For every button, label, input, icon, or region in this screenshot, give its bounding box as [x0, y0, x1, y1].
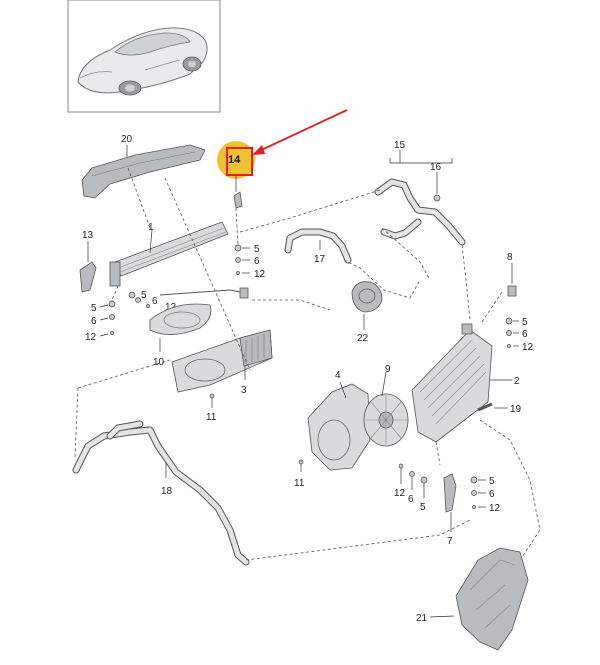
part-2-condenser: 2 [411, 323, 520, 443]
part-1-radiator: 1 [109, 221, 229, 287]
label-12-right-lower: 12 [489, 503, 501, 514]
part-7-bracket: 7 [443, 473, 457, 547]
label-5-left: 5 [91, 303, 97, 314]
label-16: 16 [430, 162, 442, 173]
label-6-left: 6 [91, 316, 97, 327]
part-3-fan-assembly: 3 11 [171, 329, 273, 423]
label-12-right-upper: 12 [522, 342, 534, 353]
part-22-pump: 22 [351, 281, 383, 344]
car-thumbnail-icon [77, 27, 208, 96]
part-4-fan-shroud: 4 11 [294, 370, 371, 489]
label-9: 9 [385, 364, 391, 375]
part-9-fan: 9 [363, 364, 409, 447]
label-12-left: 12 [85, 332, 97, 343]
label-5-bottom: 5 [420, 502, 426, 513]
label-1: 1 [148, 222, 154, 233]
label-5-right-lower: 5 [489, 476, 495, 487]
vehicle-thumbnail [67, 0, 221, 113]
label-4: 4 [335, 370, 341, 381]
label-8: 8 [507, 252, 513, 263]
label-12-top: 12 [254, 269, 266, 280]
part-15-hose-assembly: 15 16 [374, 140, 466, 246]
part-19-pipe: 19 [477, 402, 522, 415]
label-21: 21 [416, 613, 428, 624]
label-14: 14 [228, 154, 241, 166]
label-6-right-upper: 6 [522, 329, 528, 340]
part-21-air-duct: 21 [416, 547, 529, 651]
label-2: 2 [514, 376, 520, 387]
label-3: 3 [241, 385, 247, 396]
label-18: 18 [161, 486, 173, 497]
label-11-left: 11 [206, 412, 217, 423]
part-17-hose: 17 [284, 228, 352, 265]
red-arrow-icon [252, 109, 348, 155]
label-22: 22 [357, 333, 369, 344]
label-6-right-lower: 6 [489, 489, 495, 500]
label-20: 20 [121, 134, 133, 145]
part-14-highlight[interactable]: 14 [217, 141, 255, 209]
label-19: 19 [510, 404, 522, 415]
part-10-fan-cover: 10 [149, 303, 212, 368]
part-13-bracket: 13 [79, 230, 97, 293]
label-13: 13 [82, 230, 94, 241]
label-5-right-upper: 5 [522, 317, 528, 328]
label-5-center: 5 [141, 290, 147, 301]
fasteners-right-lower: 5 6 12 [470, 476, 501, 514]
label-15: 15 [394, 140, 406, 151]
fasteners-right-upper: 5 6 12 [505, 317, 534, 353]
highlight-box [226, 147, 253, 176]
label-12-bottom: 12 [394, 488, 406, 499]
label-17: 17 [314, 254, 326, 265]
fasteners-bottom-center: 12 6 5 [394, 463, 428, 513]
label-6-top: 6 [254, 256, 260, 267]
label-5-top: 5 [254, 244, 260, 255]
label-7: 7 [447, 536, 453, 547]
label-11-right: 11 [294, 478, 305, 489]
label-6-bottom: 6 [408, 494, 414, 505]
label-10: 10 [153, 357, 165, 368]
fasteners-left: 5 6 12 5 6 12 [85, 290, 177, 343]
part-20-air-duct: 20 [81, 134, 206, 199]
part-8-bracket: 8 [507, 252, 517, 297]
label-6-center: 6 [152, 296, 158, 307]
part-18-hose: 18 [72, 420, 250, 566]
fasteners-near-14: 5 6 12 [234, 244, 266, 280]
label-12-center: 12 [165, 302, 177, 313]
